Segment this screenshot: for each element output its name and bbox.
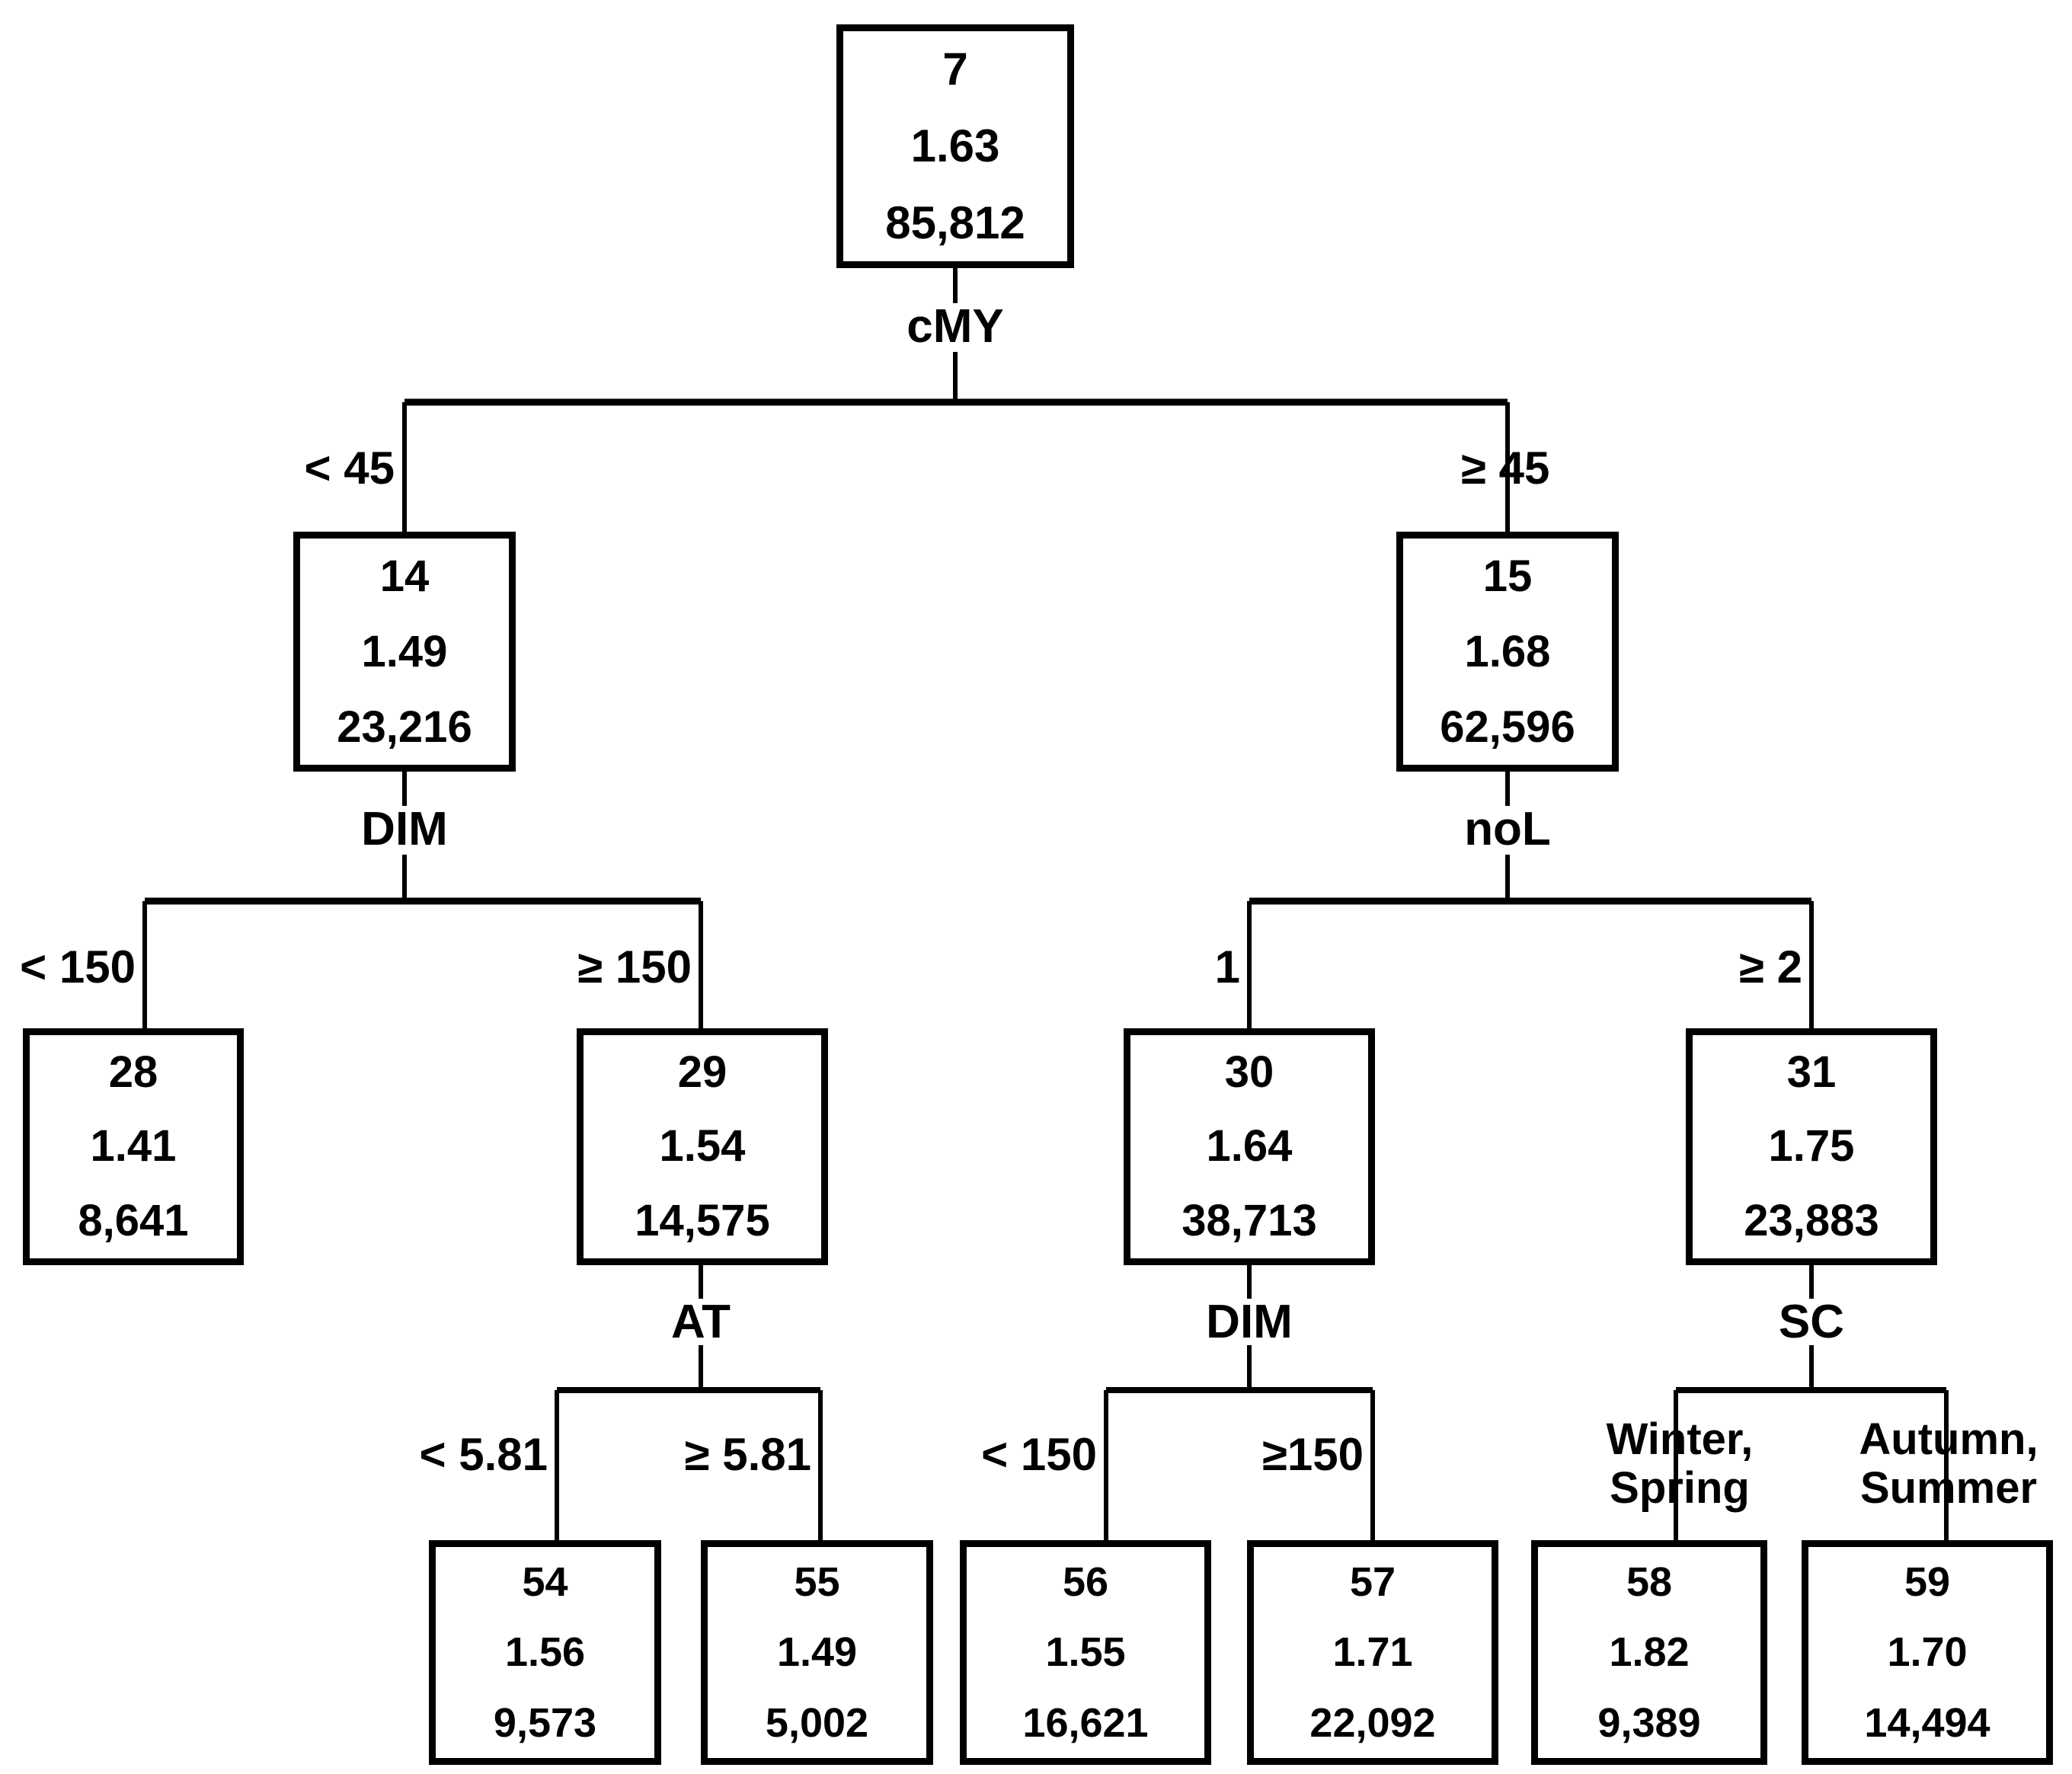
tree-node-58[interactable]: 58 1.82 9,389 <box>1531 1540 1767 1765</box>
node-55-count: 5,002 <box>765 1699 869 1746</box>
split-label-at-29: AT <box>670 1296 731 1348</box>
node-15-count: 62,596 <box>1440 702 1575 752</box>
node-56-count: 16,621 <box>1022 1699 1149 1746</box>
branch-label-sc31-right: Autumn, Summer <box>1859 1415 2038 1513</box>
node-31-count: 23,883 <box>1744 1196 1879 1246</box>
branch-label-cmy-right: ≥ 45 <box>1461 443 1550 494</box>
split-label-sc-31: SC <box>1778 1296 1845 1348</box>
node-55-mean: 1.49 <box>776 1629 858 1676</box>
tree-node-55[interactable]: 55 1.49 5,002 <box>701 1540 933 1765</box>
branch-label-cmy-left: < 45 <box>304 443 395 494</box>
node-59-mean: 1.70 <box>1887 1629 1968 1676</box>
branch-label-sc31-left-line1: Winter, <box>1606 1414 1754 1464</box>
tree-node-57[interactable]: 57 1.71 22,092 <box>1247 1540 1498 1765</box>
node-54-id: 54 <box>522 1559 568 1606</box>
branch-label-dim30-left: < 150 <box>981 1429 1097 1480</box>
tree-node-59[interactable]: 59 1.70 14,494 <box>1802 1540 2053 1765</box>
split-label-cmy: cMY <box>906 300 1004 353</box>
branch-label-at29-left: < 5.81 <box>419 1429 548 1480</box>
node-31-mean: 1.75 <box>1768 1121 1855 1171</box>
node-14-id: 14 <box>379 551 430 601</box>
node-7-count: 85,812 <box>885 197 1025 248</box>
tree-node-56[interactable]: 56 1.55 16,621 <box>960 1540 1211 1765</box>
branch-label-sc31-right-line2: Summer <box>1859 1462 2038 1513</box>
branch-label-nol15-right: ≥ 2 <box>1739 941 1802 992</box>
branch-label-dim14-left: < 150 <box>20 941 136 992</box>
tree-node-31[interactable]: 31 1.75 23,883 <box>1686 1028 1937 1265</box>
node-58-mean: 1.82 <box>1609 1629 1690 1676</box>
split-label-dim-30: DIM <box>1206 1296 1293 1348</box>
tree-node-29[interactable]: 29 1.54 14,575 <box>577 1028 828 1265</box>
node-57-count: 22,092 <box>1309 1699 1436 1746</box>
tree-node-14[interactable]: 14 1.49 23,216 <box>293 532 516 772</box>
node-55-id: 55 <box>794 1559 840 1606</box>
node-56-mean: 1.55 <box>1045 1629 1126 1676</box>
branch-label-dim30-right: ≥150 <box>1261 1429 1364 1480</box>
node-57-mean: 1.71 <box>1332 1629 1413 1676</box>
branch-label-dim14-right: ≥ 150 <box>577 941 692 992</box>
node-28-count: 8,641 <box>78 1196 189 1246</box>
branch-label-sc31-right-line1: Autumn, <box>1859 1414 2038 1464</box>
branch-label-sc31-left: Winter, Spring <box>1607 1415 1754 1513</box>
node-30-mean: 1.64 <box>1206 1121 1293 1171</box>
node-57-id: 57 <box>1349 1559 1396 1606</box>
node-54-count: 9,573 <box>493 1699 597 1746</box>
node-15-mean: 1.68 <box>1464 626 1551 676</box>
tree-node-30[interactable]: 30 1.64 38,713 <box>1124 1028 1375 1265</box>
node-58-count: 9,389 <box>1597 1699 1701 1746</box>
tree-node-15[interactable]: 15 1.68 62,596 <box>1396 532 1619 772</box>
node-29-id: 29 <box>677 1047 727 1097</box>
node-7-id: 7 <box>942 43 968 95</box>
node-28-id: 28 <box>108 1047 158 1097</box>
branch-label-at29-right: ≥ 5.81 <box>684 1429 811 1480</box>
node-31-id: 31 <box>1786 1047 1837 1097</box>
tree-node-28[interactable]: 28 1.41 8,641 <box>23 1028 244 1265</box>
split-label-dim-14: DIM <box>361 803 448 855</box>
node-59-count: 14,494 <box>1864 1699 1990 1746</box>
node-54-mean: 1.56 <box>504 1629 586 1676</box>
node-29-mean: 1.54 <box>659 1121 746 1171</box>
node-56-id: 56 <box>1062 1559 1109 1606</box>
branch-label-sc31-left-line2: Spring <box>1610 1462 1750 1513</box>
node-30-count: 38,713 <box>1181 1196 1317 1246</box>
branch-label-nol15-left: 1 <box>1214 941 1240 992</box>
tree-node-7[interactable]: 7 1.63 85,812 <box>836 24 1074 268</box>
node-58-id: 58 <box>1626 1559 1673 1606</box>
tree-node-54[interactable]: 54 1.56 9,573 <box>429 1540 661 1765</box>
node-30-id: 30 <box>1224 1047 1274 1097</box>
node-15-id: 15 <box>1482 551 1533 601</box>
node-14-count: 23,216 <box>337 702 472 752</box>
node-59-id: 59 <box>1904 1559 1951 1606</box>
split-label-nol-15: noL <box>1464 803 1551 855</box>
node-14-mean: 1.49 <box>361 626 448 676</box>
node-7-mean: 1.63 <box>910 120 1000 171</box>
node-28-mean: 1.41 <box>90 1121 177 1171</box>
node-29-count: 14,575 <box>635 1196 770 1246</box>
